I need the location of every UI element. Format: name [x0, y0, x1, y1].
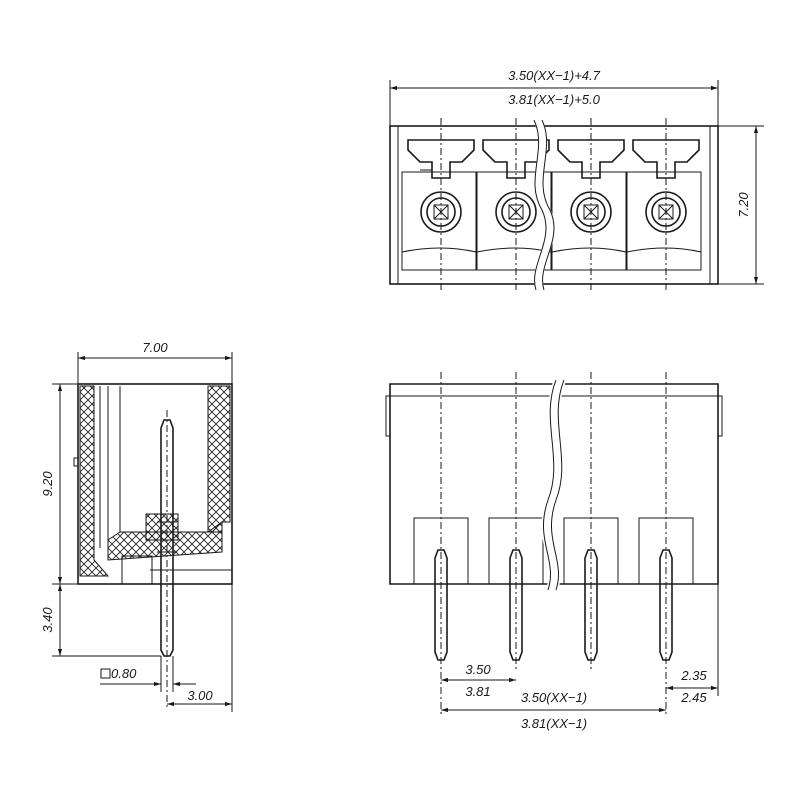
front-view: 3.50 3.81 3.50(XX−1) 3.81(XX−1) 2.35 2.4… [385, 372, 723, 731]
side-pin-square-label: 0.80 [111, 666, 137, 681]
top-width-350-label: 3.50(XX−1)+4.7 [508, 68, 601, 83]
side-pin-offset-label: 3.00 [187, 688, 213, 703]
front-span-350-label: 3.50(XX−1) [521, 690, 587, 705]
front-edge-245-label: 2.45 [680, 690, 707, 705]
top-body-outline [389, 125, 719, 285]
front-pitch-350-label: 3.50 [465, 662, 491, 677]
side-view: 7.00 9.20 3.40 0.80 3.00 [40, 340, 233, 712]
front-span-381-label: 3.81(XX−1) [521, 716, 587, 731]
top-terminals [401, 139, 702, 271]
top-width-381-label: 3.81(XX−1)+5.0 [508, 92, 601, 107]
side-pin [160, 419, 174, 657]
top-view: 3.50(XX−1)+4.7 3.81(XX−1)+5.0 7.20 [389, 68, 764, 292]
side-pin-length-label: 3.40 [40, 607, 55, 633]
front-pins [434, 549, 673, 661]
side-width-label: 7.00 [142, 340, 168, 355]
side-body-height-label: 9.20 [40, 471, 55, 497]
top-height-label: 7.20 [736, 192, 751, 218]
side-body-outline [77, 383, 233, 585]
front-pitch-381-label: 3.81 [465, 684, 490, 699]
front-edge-235-label: 2.35 [680, 668, 707, 683]
